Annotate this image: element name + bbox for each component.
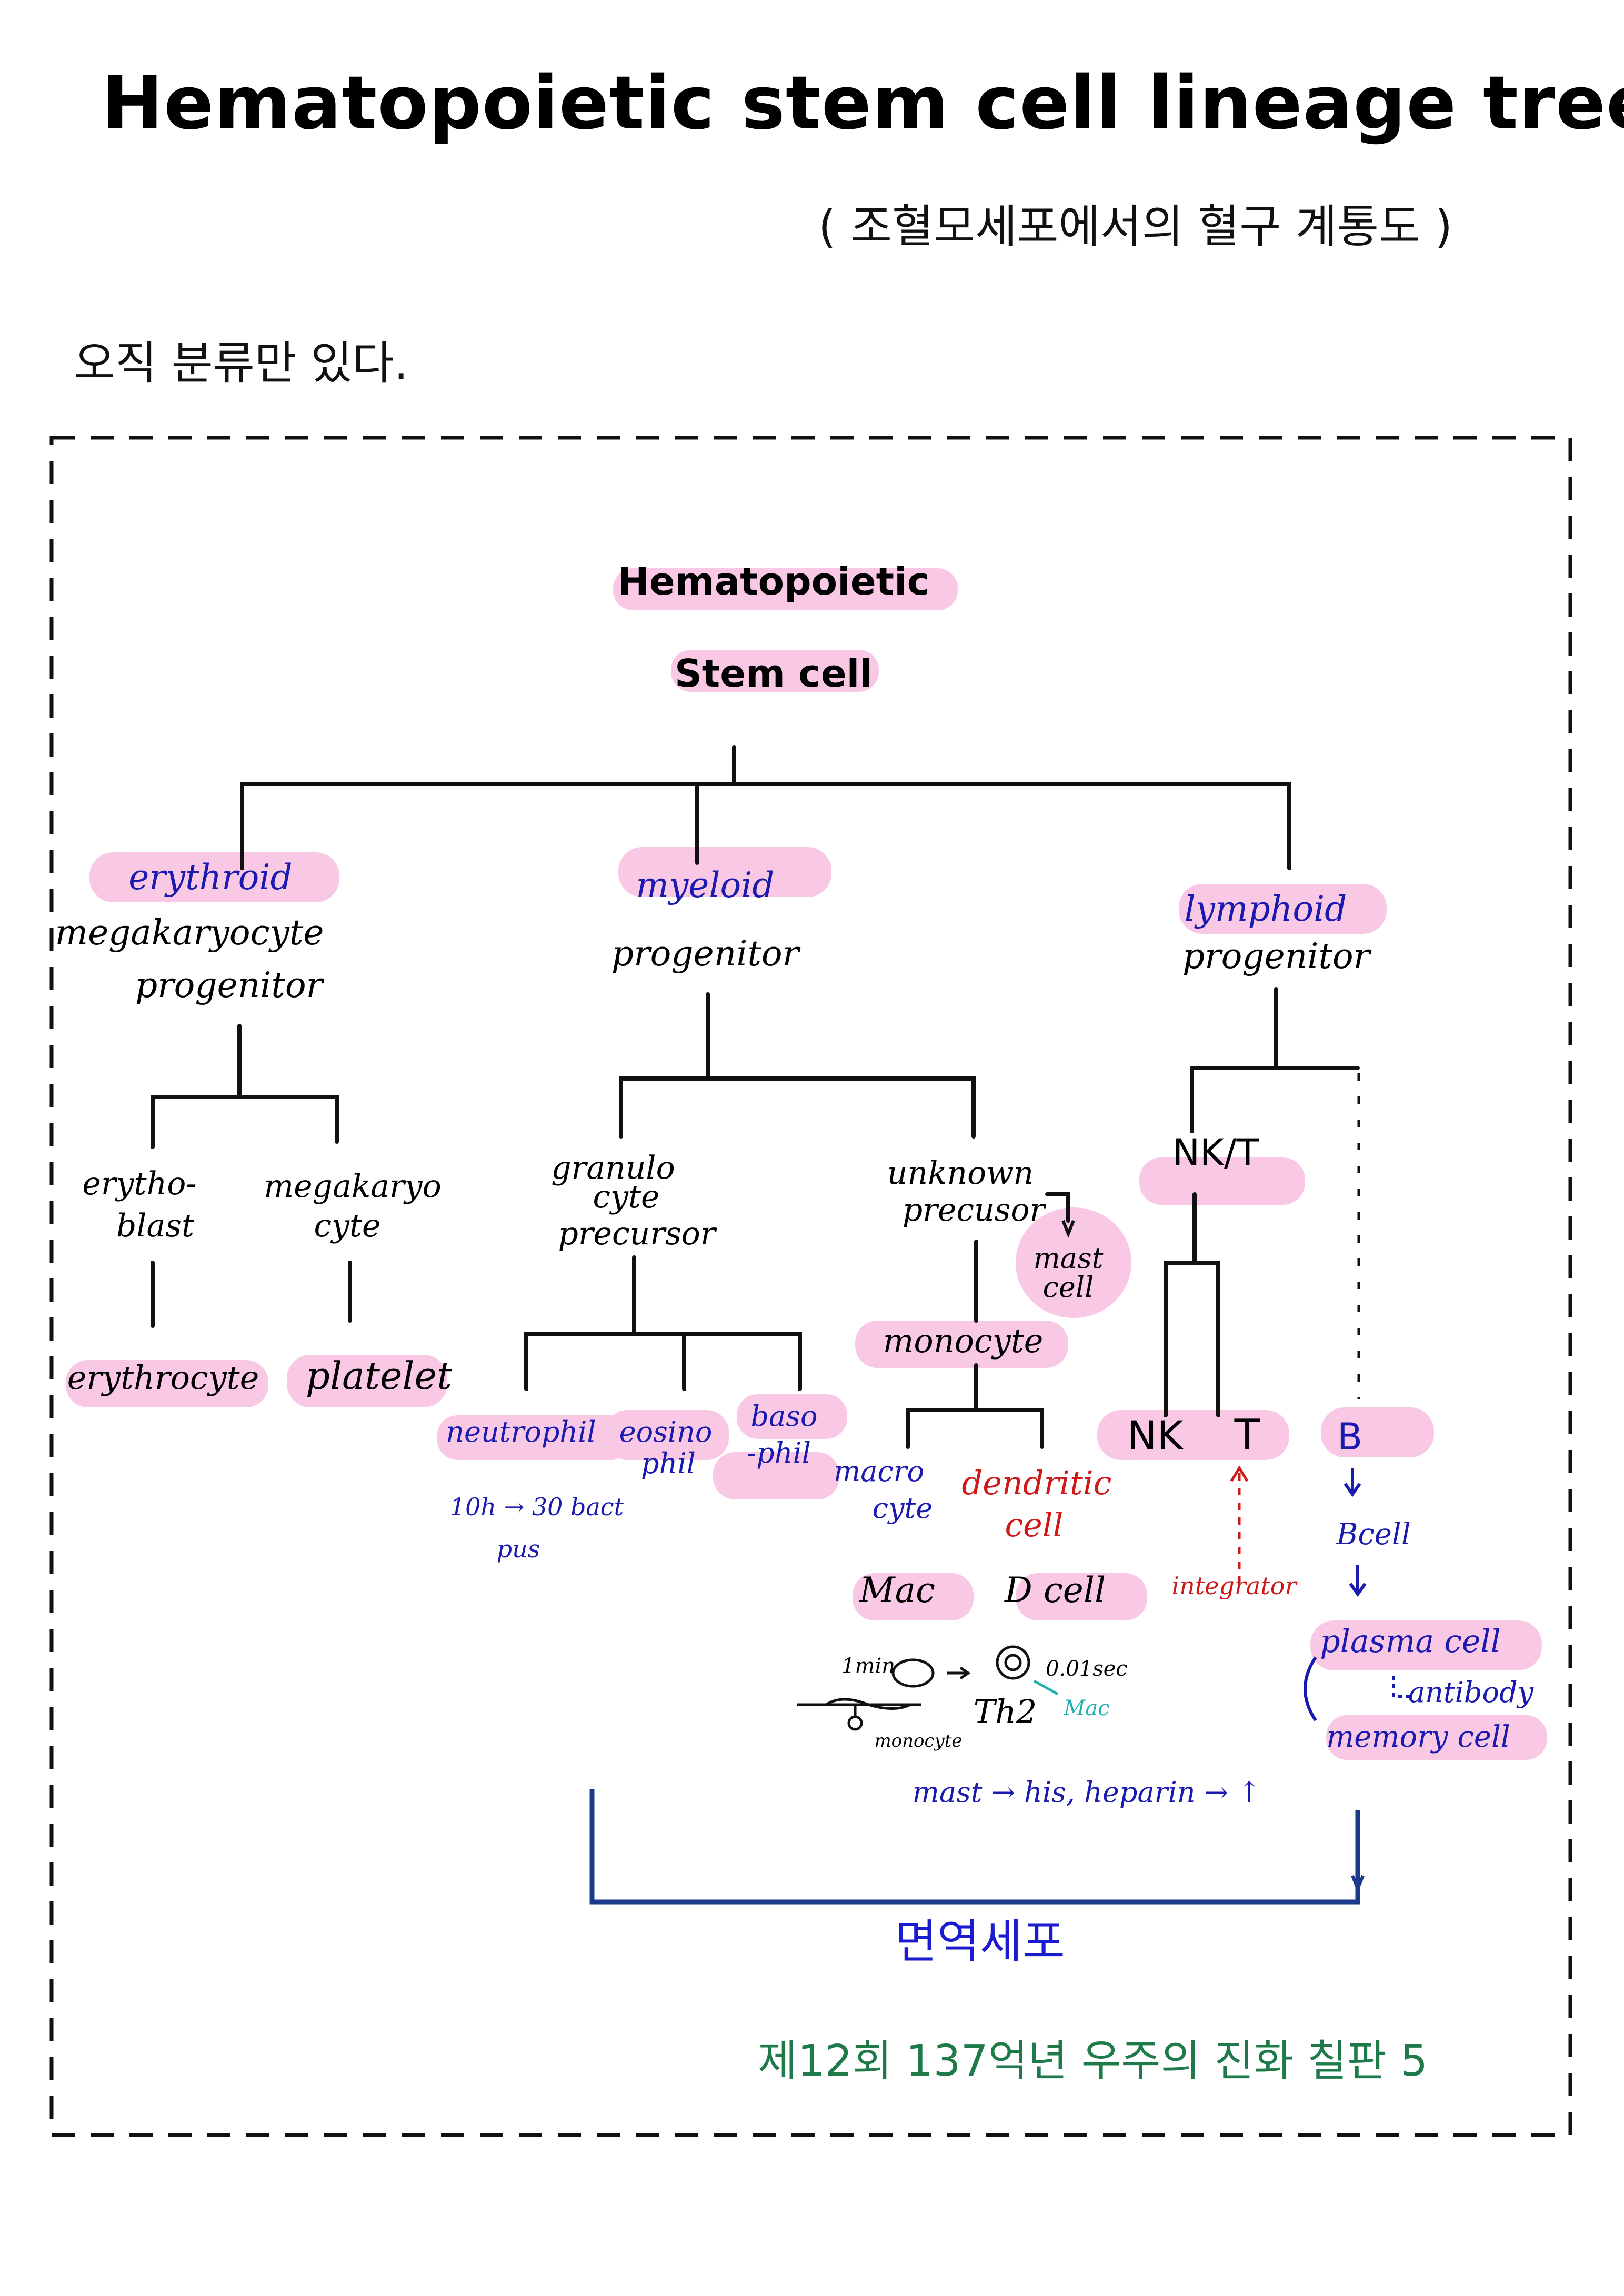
node-neutrophil: neutrophil: [446, 1415, 596, 1448]
node-macrocyte-line2: cyte: [873, 1492, 933, 1525]
dashed-frame: [49, 436, 1572, 2137]
node-granulocyte-precursor-line1: granulo: [551, 1150, 675, 1186]
mast-cell-note: mast → his, heparin → ↑: [913, 1776, 1261, 1809]
tree-connectors: [151, 745, 1360, 1449]
node-myeloid: myeloid: [636, 865, 774, 905]
node-granulocyte-precursor-line2: cyte: [593, 1179, 659, 1215]
node-granulocyte-precursor-line3: precursor: [558, 1215, 717, 1252]
sketch-label-1min: 1min: [841, 1654, 895, 1678]
node-t: T: [1234, 1411, 1261, 1459]
node-memory-cell: memory cell: [1326, 1720, 1510, 1754]
node-lymphoid: lymphoid: [1185, 889, 1347, 929]
node-megakaryocyte-progenitor-line2: progenitor: [135, 965, 325, 1005]
node-basophil-line1: baso: [751, 1399, 818, 1433]
node-unknown-precursor-line1: unknown: [887, 1155, 1034, 1192]
node-nk-t: NK/T: [1172, 1131, 1259, 1174]
arrow-mast: [1061, 1220, 1075, 1238]
monocyte-sketch: [797, 1645, 1030, 1731]
sketch-label-mac: Mac: [1063, 1696, 1109, 1720]
node-b-cell: Bcell: [1336, 1517, 1410, 1552]
node-dendritic-cell-line1: dendritic: [962, 1464, 1112, 1502]
node-eosinophil-line1: eosino: [619, 1415, 713, 1448]
node-megakaryocyte-progenitor-line1: megakaryocyte: [55, 912, 324, 953]
node-unknown-precursor-line2: precusor: [903, 1192, 1047, 1228]
sketch-label-monocyte: monocyte: [874, 1730, 962, 1751]
integrator-note: integrator: [1171, 1572, 1298, 1600]
node-macrocyte-line1: macro: [834, 1455, 924, 1488]
root-label-line1: Hematopoietic: [618, 559, 930, 603]
neutrophil-note-line1: 10h → 30 bact: [450, 1493, 624, 1521]
sketch-label-th2: Th2: [974, 1693, 1037, 1731]
neutrophil-note-line2: pus: [497, 1535, 540, 1563]
node-mast-cell-line2: cell: [1043, 1271, 1094, 1304]
node-plasma-cell: plasma cell: [1320, 1623, 1500, 1660]
page-title: Hematopoietic stem cell lineage tree: [102, 61, 1624, 146]
sketch-label-001sec: 0.01sec: [1046, 1657, 1128, 1681]
intro-text: 오직 분류만 있다.: [74, 337, 408, 390]
node-mast-cell-line1: mast: [1034, 1242, 1104, 1275]
node-erythoblast-line2: blast: [116, 1207, 195, 1244]
node-erythoblast-line1: erytho-: [82, 1165, 196, 1202]
node-b: B: [1337, 1415, 1362, 1458]
node-myeloid-progenitor: progenitor: [611, 933, 801, 974]
node-megakaryocyte-line2: cyte: [314, 1207, 380, 1244]
node-erythrocyte: erythrocyte: [67, 1358, 259, 1397]
immune-cells-label: 면역세포: [895, 1915, 1065, 1969]
node-lymphoid-progenitor: progenitor: [1182, 936, 1372, 976]
root-label-line2: Stem cell: [675, 651, 873, 696]
node-dendritic-cell-line2: cell: [1005, 1506, 1063, 1544]
immune-bracket: [589, 1789, 1360, 1905]
page-subtitle: ( 조혈모세포에서의 혈구 계통도 ): [818, 200, 1453, 253]
node-monocyte: monocyte: [883, 1322, 1044, 1360]
node-mac: Mac: [859, 1570, 935, 1610]
node-megakaryocyte-line1: megakaryo: [264, 1168, 441, 1205]
node-nk: NK: [1127, 1412, 1185, 1459]
node-antibody: antibody: [1408, 1676, 1535, 1709]
footer-caption: 제12회 137억년 우주의 진화 칠판 5: [758, 2036, 1428, 2086]
b-lineage-arrows: [1304, 1468, 1410, 1721]
node-platelet: platelet: [306, 1354, 453, 1398]
node-erythroid: erythroid: [128, 857, 293, 898]
node-basophil-line2: -phil: [747, 1436, 811, 1469]
node-eosinophil-line2: phil: [641, 1447, 696, 1480]
highlights: [66, 568, 1547, 1760]
node-d-cell: D cell: [1004, 1570, 1106, 1610]
